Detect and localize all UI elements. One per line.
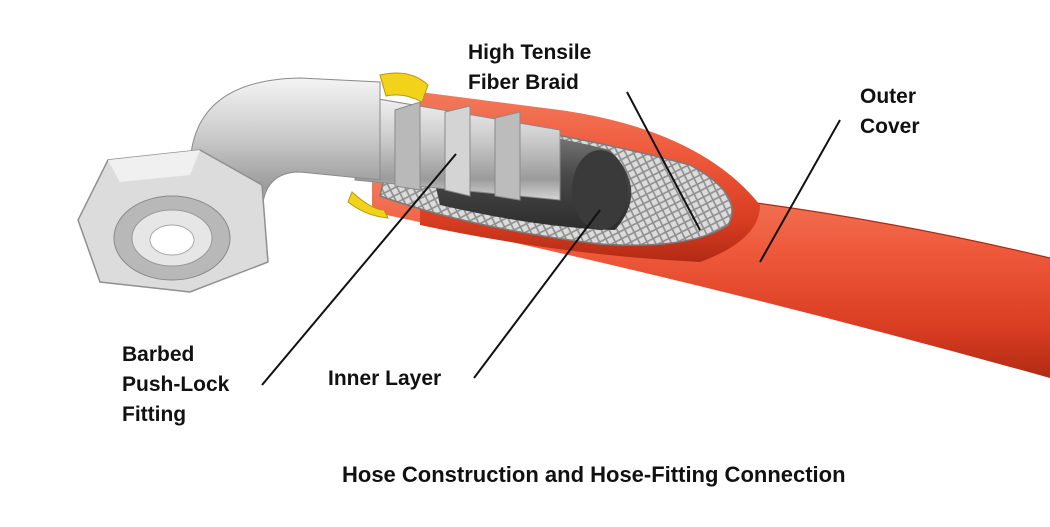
label-fitting: Barbed Push-Lock Fitting: [122, 340, 229, 430]
label-braid-line-2: Fiber Braid: [468, 71, 579, 94]
label-outer-cover: Outer Cover: [860, 82, 920, 142]
label-cover-line-1: Outer: [860, 85, 917, 108]
leader-line-cover: [759, 119, 841, 263]
leader-line-braid: [626, 91, 701, 231]
leader-line-inner: [473, 209, 601, 379]
leader-line-fitting: [261, 153, 457, 386]
barbed-fitting-shape: [354, 94, 561, 201]
diagram-caption: Hose Construction and Hose-Fitting Conne…: [342, 462, 846, 487]
label-fitting-line-1: Barbed: [122, 343, 195, 366]
label-braid-line-1: High Tensile: [468, 41, 592, 64]
label-fitting-line-3: Fitting: [122, 403, 187, 426]
hex-nut-shape: [77, 149, 269, 293]
label-cover-line-2: Cover: [860, 115, 920, 138]
label-fitting-line-2: Push-Lock: [122, 373, 230, 396]
label-braid: High Tensile Fiber Braid: [468, 38, 591, 98]
label-inner-layer: Inner Layer: [328, 367, 442, 390]
clamp-shape: [347, 72, 429, 219]
